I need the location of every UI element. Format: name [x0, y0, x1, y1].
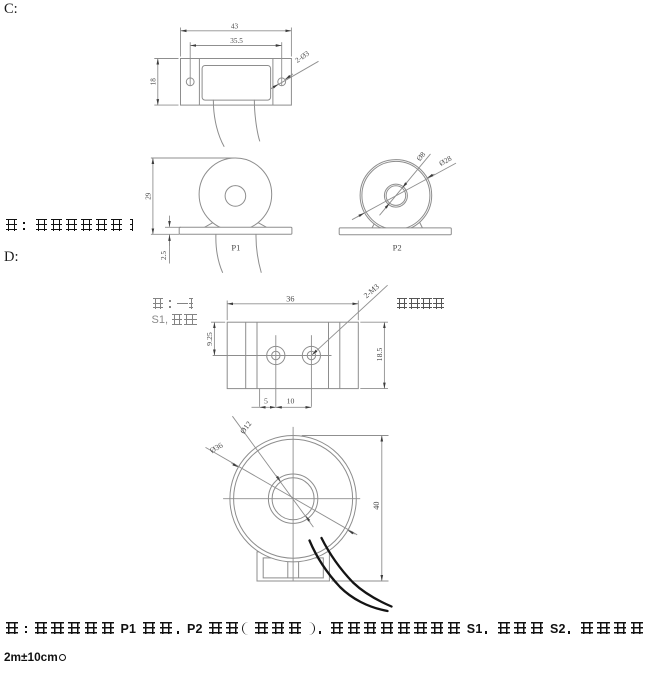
svg-text:2-Ø3: 2-Ø3 [293, 49, 311, 65]
svg-text:40: 40 [372, 502, 381, 510]
svg-text:18.5: 18.5 [375, 348, 384, 362]
svg-text:5: 5 [264, 396, 268, 405]
svg-text:9.25: 9.25 [205, 332, 214, 346]
svg-text:P2: P2 [393, 243, 402, 253]
svg-text:18: 18 [150, 78, 158, 86]
svg-text:Ø36: Ø36 [208, 441, 224, 456]
svg-text:43: 43 [231, 22, 239, 30]
svg-text:Ø12: Ø12 [238, 419, 253, 435]
svg-text:10: 10 [287, 396, 295, 405]
svg-text:2.5: 2.5 [160, 251, 168, 260]
svg-text:36: 36 [286, 295, 294, 304]
svg-text:P1: P1 [231, 243, 240, 253]
svg-text:35.5: 35.5 [230, 37, 243, 45]
svg-text:29: 29 [145, 192, 153, 200]
